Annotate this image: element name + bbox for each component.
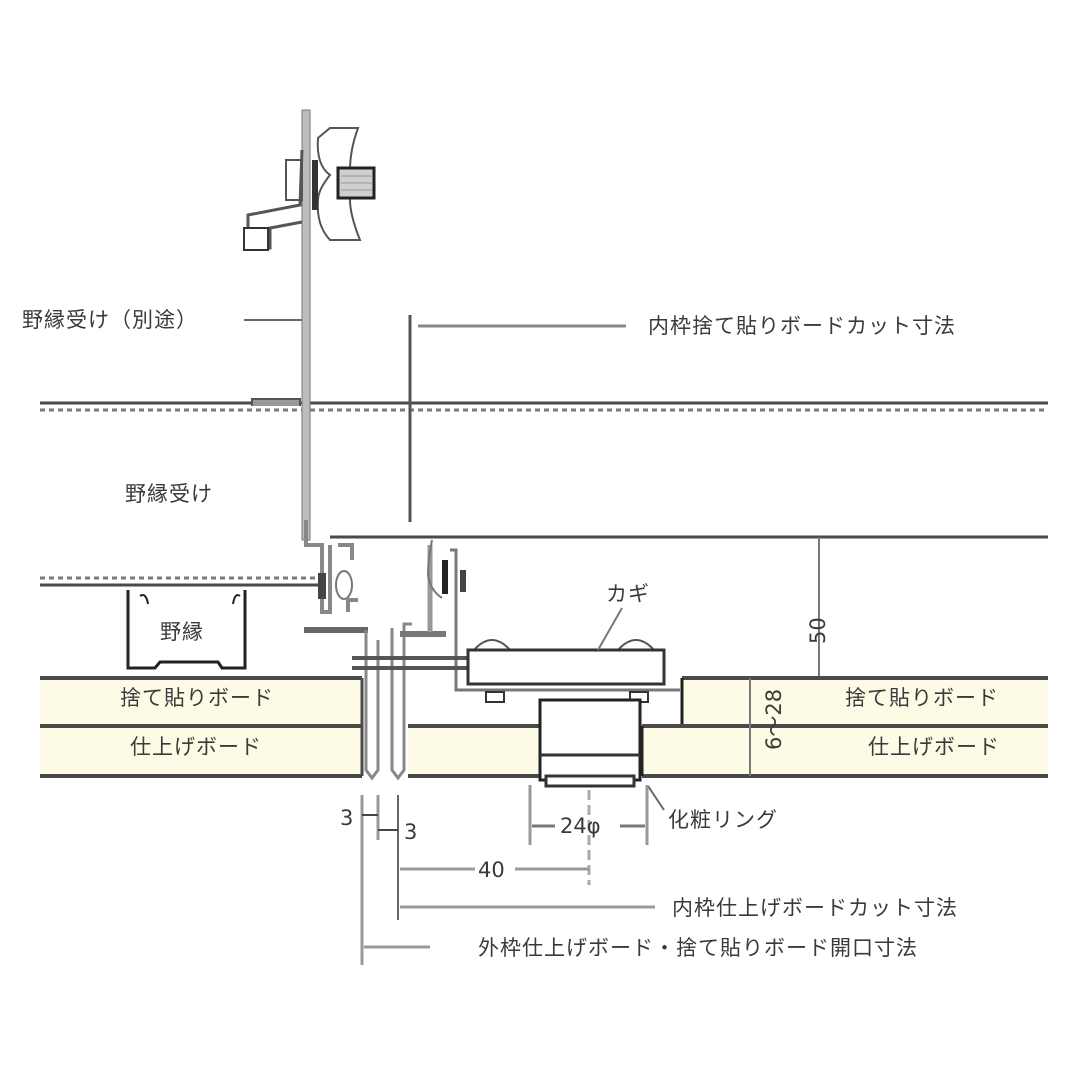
backing-board-right-label: 捨て貼りボード [845,686,999,710]
decorative-ring-label: 化粧リング [668,808,778,832]
runner-bracket-separate-label: 野縁受け（別途） [22,308,198,332]
dim-gap-left: 3 [340,806,354,830]
inner-frame-backing-board-cut-label: 内枠捨て貼りボードカット寸法 [648,314,956,338]
dim-gap-right: 3 [404,820,418,844]
finish-board-right-label: 仕上げボード [868,735,1000,759]
runner-bracket-label: 野縁受け [125,482,213,506]
finish-board-left-label: 仕上げボード [130,735,262,759]
dim-board-thickness: 6～28 [762,688,786,750]
hook-label: カギ [606,582,650,606]
dim-offset-40: 40 [478,858,505,882]
inner-frame-finish-board-cut-label: 内枠仕上げボードカット寸法 [672,896,958,920]
dim-ring-diameter: 24φ [560,814,601,838]
upper-runner-line [40,401,1048,412]
furring-label: 野縁 [160,620,204,644]
backing-board-left-label: 捨て貼りボード [120,686,274,710]
dim-depth-50: 50 [806,617,830,644]
lower-runner-line [40,576,318,587]
outer-frame-opening-label: 外枠仕上げボード・捨て貼りボード開口寸法 [478,936,918,960]
